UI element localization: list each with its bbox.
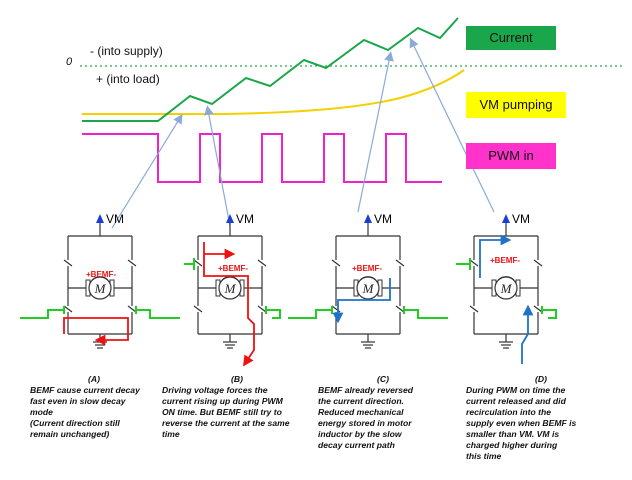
- caption-text: BEMF already reversed the current direct…: [318, 385, 414, 450]
- pointer-arrow-a: [111, 113, 183, 229]
- caption-tag: (A): [88, 374, 100, 384]
- vm-label-a: VM: [106, 212, 124, 226]
- caption-tag: (D): [535, 374, 547, 384]
- current-waveform: [82, 17, 459, 122]
- vm-pumping-curve: [82, 69, 465, 115]
- caption-tag: (B): [231, 374, 243, 384]
- caption-text: BEMF cause current decay fast even in sl…: [30, 385, 140, 439]
- pointer-arrow-d: [409, 37, 495, 213]
- caption-text: During PWM on time the current released …: [466, 385, 577, 461]
- legend-pwm-in: PWM in: [466, 143, 556, 169]
- circuit-d: [456, 213, 557, 364]
- circuit-b: [184, 213, 281, 367]
- caption-text: Driving voltage forces the current risin…: [162, 385, 290, 439]
- zero-label: 0: [66, 56, 73, 68]
- circuit-a: [20, 213, 180, 349]
- caption-tag: (C): [377, 374, 389, 384]
- load-direction-label: + (into load): [96, 72, 160, 86]
- bemf-label-b: +BEMF-: [218, 264, 248, 273]
- pwm-waveform: [82, 133, 442, 183]
- bemf-label-d: +BEMF-: [490, 256, 520, 265]
- caption-c: (C) BEMF already reversed the current di…: [318, 374, 448, 451]
- bemf-label-c: +BEMF-: [352, 264, 382, 273]
- bemf-label-a: +BEMF-: [86, 270, 116, 279]
- circuit-c: [288, 213, 448, 349]
- supply-direction-label: - (into supply): [90, 44, 163, 58]
- caption-a: (A) BEMF cause current decay fast even i…: [30, 374, 158, 440]
- caption-d: (D) During PWM on time the current relea…: [466, 374, 616, 462]
- vm-label-d: VM: [512, 212, 530, 226]
- pointer-arrow-b: [204, 105, 231, 227]
- vm-label-c: VM: [374, 212, 392, 226]
- legend-current: Current: [466, 26, 556, 50]
- legend-vm-pumping: VM pumping: [466, 92, 566, 118]
- caption-b: (B) Driving voltage forces the current r…: [162, 374, 312, 440]
- vm-label-b: VM: [236, 212, 254, 226]
- pointer-arrow-c: [357, 51, 394, 213]
